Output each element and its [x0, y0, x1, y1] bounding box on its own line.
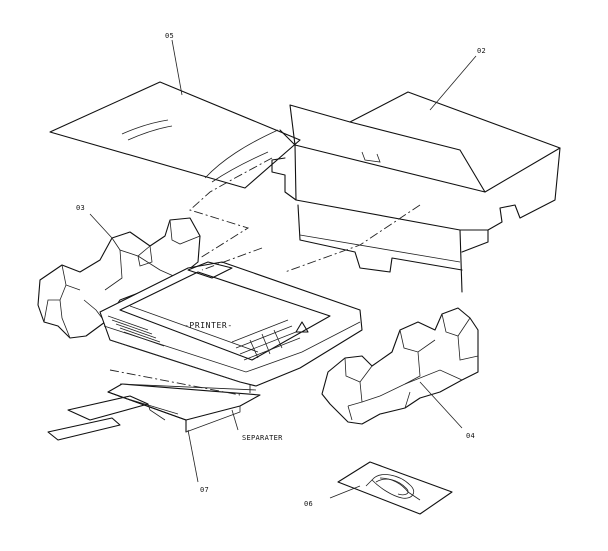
part-labels: 05 02 03 04 SEPARATER 07 06	[76, 32, 486, 508]
carton-box-02	[271, 91, 561, 293]
foam-end-cap-right-04	[321, 307, 479, 425]
printer-label: -PRINTER-	[184, 321, 233, 330]
label-07: 07	[200, 486, 209, 494]
leader-lines	[89, 39, 477, 499]
label-02: 02	[477, 47, 486, 55]
label-03: 03	[76, 204, 85, 212]
foam-end-cap-left-03	[37, 217, 201, 339]
paper-tray-07	[47, 383, 261, 441]
assembly-lines	[109, 157, 421, 396]
printer: -PRINTER-	[99, 261, 363, 387]
power-cord-bag-06	[337, 461, 453, 515]
plastic-bag-05	[49, 81, 301, 189]
label-06: 06	[304, 500, 313, 508]
label-05: 05	[165, 32, 174, 40]
label-separater: SEPARATER	[242, 434, 283, 442]
label-04: 04	[466, 432, 475, 440]
